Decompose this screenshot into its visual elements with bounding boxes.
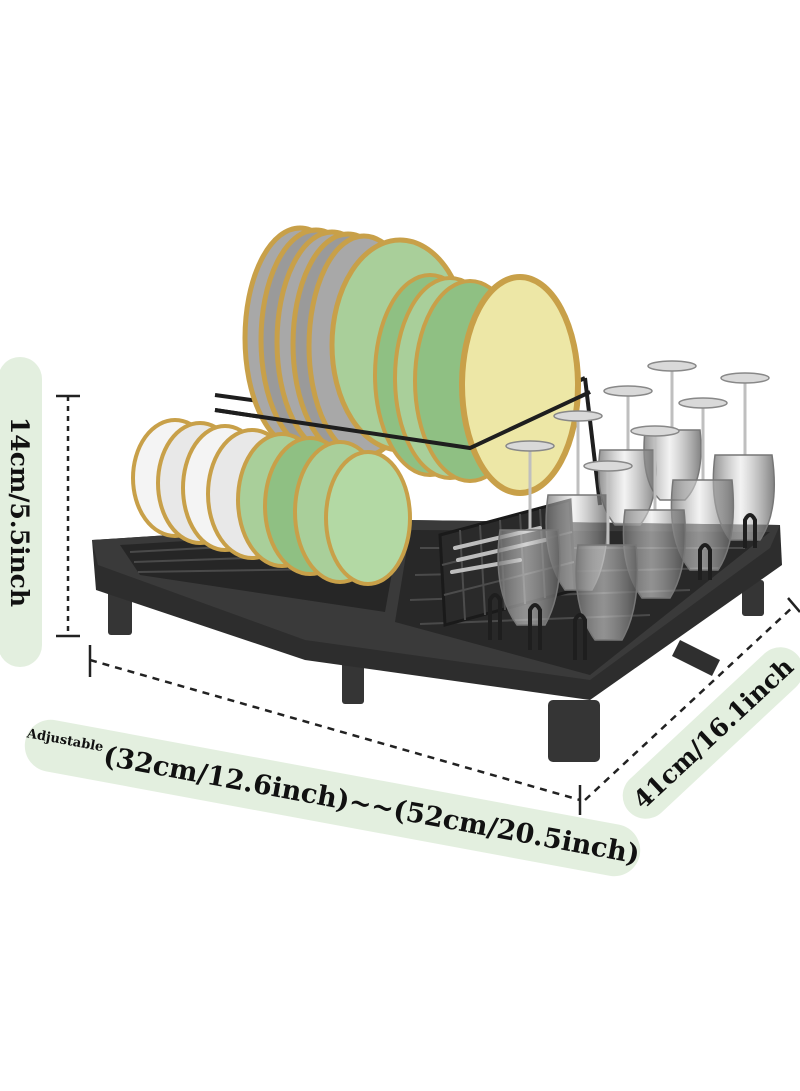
wine-glass — [622, 425, 687, 599]
depth-guide — [584, 597, 800, 801]
height-text: 14cm/5.5inch — [5, 416, 35, 608]
wine-glass — [497, 440, 561, 626]
height-guide — [56, 394, 80, 638]
plate-rail — [214, 390, 591, 451]
drain-spout — [672, 640, 720, 676]
width-guide — [88, 645, 582, 815]
stacked-bowls — [131, 418, 412, 586]
wine-glasses — [497, 360, 776, 641]
wine-glass — [575, 460, 639, 641]
width-prefix-text: Adjustable — [25, 725, 105, 755]
cup-pegs — [488, 513, 757, 660]
height-label: 14cm/5.5inch — [0, 357, 42, 667]
upright-plate-yellow — [459, 274, 581, 496]
